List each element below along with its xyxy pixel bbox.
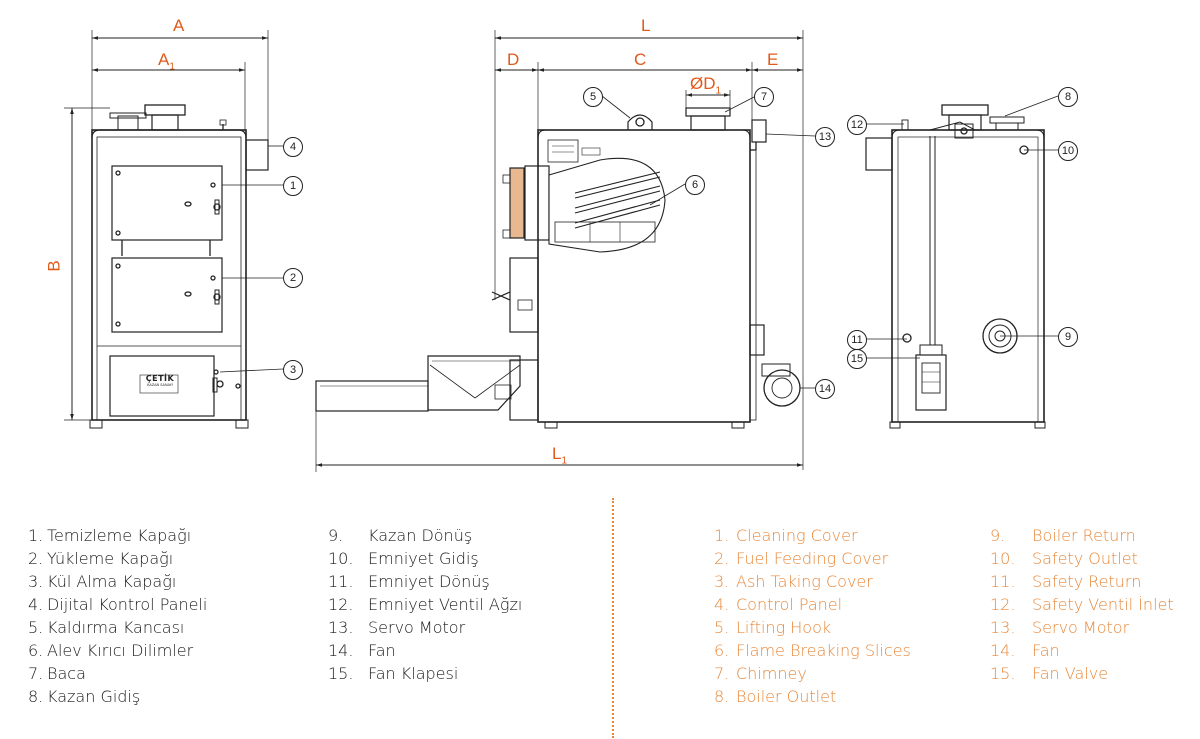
brand-name: ÇETİK xyxy=(145,374,175,383)
callout-2: 2 xyxy=(283,268,303,288)
list-item: 1.Temizleme Kapağı xyxy=(28,526,192,545)
list-item: 10.Emniyet Gidiş xyxy=(328,549,479,568)
front-view xyxy=(64,30,269,429)
dim-E: E xyxy=(767,50,779,69)
list-item: 4.Control Panel xyxy=(714,595,843,614)
list-item: 13.Servo Motor xyxy=(328,618,466,637)
callout-10: 10 xyxy=(1058,141,1078,161)
list-item: 5.Kaldırma Kancası xyxy=(28,618,185,637)
list-item: 13.Servo Motor xyxy=(990,618,1130,637)
callout-1: 1 xyxy=(283,176,303,196)
list-item: 8.Kazan Gidiş xyxy=(28,687,141,706)
list-item: 14.Fan xyxy=(990,641,1060,660)
list-item: 9.Boiler Return xyxy=(990,526,1136,545)
list-item: 6.Flame Breaking Slices xyxy=(714,641,911,660)
list-item: 2.Yükleme Kapağı xyxy=(28,549,174,568)
brand-subtitle: KAZAN SANAYİ xyxy=(147,383,173,387)
side-view xyxy=(315,30,804,472)
dim-A: A xyxy=(173,16,185,35)
dim-L1: L1 xyxy=(552,444,568,467)
rear-view xyxy=(865,104,1046,429)
list-item: 7.Chimney xyxy=(714,664,807,683)
list-item: 5.Lifting Hook xyxy=(714,618,832,637)
list-item: 11.Safety Return xyxy=(990,572,1142,591)
list-item: 6.Alev Kırıcı Dilimler xyxy=(28,641,194,660)
list-item: 15.Fan Klapesi xyxy=(328,664,459,683)
legend-english-2: 9.Boiler Return 10.Safety Outlet 11.Safe… xyxy=(990,524,1174,685)
callout-3: 3 xyxy=(283,360,303,380)
dim-B: B xyxy=(44,260,64,272)
legend-divider xyxy=(612,498,614,738)
legend-english: 1.Cleaning Cover 2.Fuel Feeding Cover 3.… xyxy=(714,524,911,708)
callout-15: 15 xyxy=(847,349,867,369)
list-item: 8.Boiler Outlet xyxy=(714,687,837,706)
callout-6: 6 xyxy=(685,175,705,195)
leader-lines xyxy=(219,95,1059,389)
legend-turkish-2: 9.Kazan Dönüş 10.Emniyet Gidiş 11.Emniye… xyxy=(328,524,522,685)
list-item: 15.Fan Valve xyxy=(990,664,1109,683)
list-item: 10.Safety Outlet xyxy=(990,549,1138,568)
list-item: 2.Fuel Feeding Cover xyxy=(714,549,889,568)
list-item: 14.Fan xyxy=(328,641,396,660)
list-item: 12.Emniyet Ventil Ağzı xyxy=(328,595,523,614)
callout-13: 13 xyxy=(815,127,835,147)
callout-5: 5 xyxy=(583,87,603,107)
dim-A1: A1 xyxy=(158,50,175,73)
list-item: 9.Kazan Dönüş xyxy=(328,526,473,545)
list-item: 3.Ash Taking Cover xyxy=(714,572,873,591)
technical-drawing xyxy=(64,30,1059,472)
callout-11: 11 xyxy=(847,330,867,350)
list-item: 7.Baca xyxy=(28,664,86,683)
dim-L: L xyxy=(641,16,651,35)
callout-14: 14 xyxy=(815,379,835,399)
callout-9: 9 xyxy=(1058,327,1078,347)
list-item: 11.Emniyet Dönüş xyxy=(328,572,490,591)
brand-plate: ÇETİK KAZAN SANAYİ xyxy=(141,374,179,388)
dim-D: D xyxy=(507,50,520,69)
callout-12: 12 xyxy=(847,115,867,135)
dim-D1: ØD1 xyxy=(690,74,722,97)
dim-C: C xyxy=(634,50,647,69)
list-item: 1.Cleaning Cover xyxy=(714,526,858,545)
legend-turkish: 1.Temizleme Kapağı 2.Yükleme Kapağı 3.Kü… xyxy=(28,524,207,708)
callout-8: 8 xyxy=(1058,87,1078,107)
list-item: 4.Dijital Kontrol Paneli xyxy=(28,595,208,614)
callout-4: 4 xyxy=(283,137,303,157)
list-item: 12.Safety Ventil İnlet xyxy=(990,595,1174,614)
callout-7: 7 xyxy=(754,87,774,107)
list-item: 3.Kül Alma Kapağı xyxy=(28,572,177,591)
